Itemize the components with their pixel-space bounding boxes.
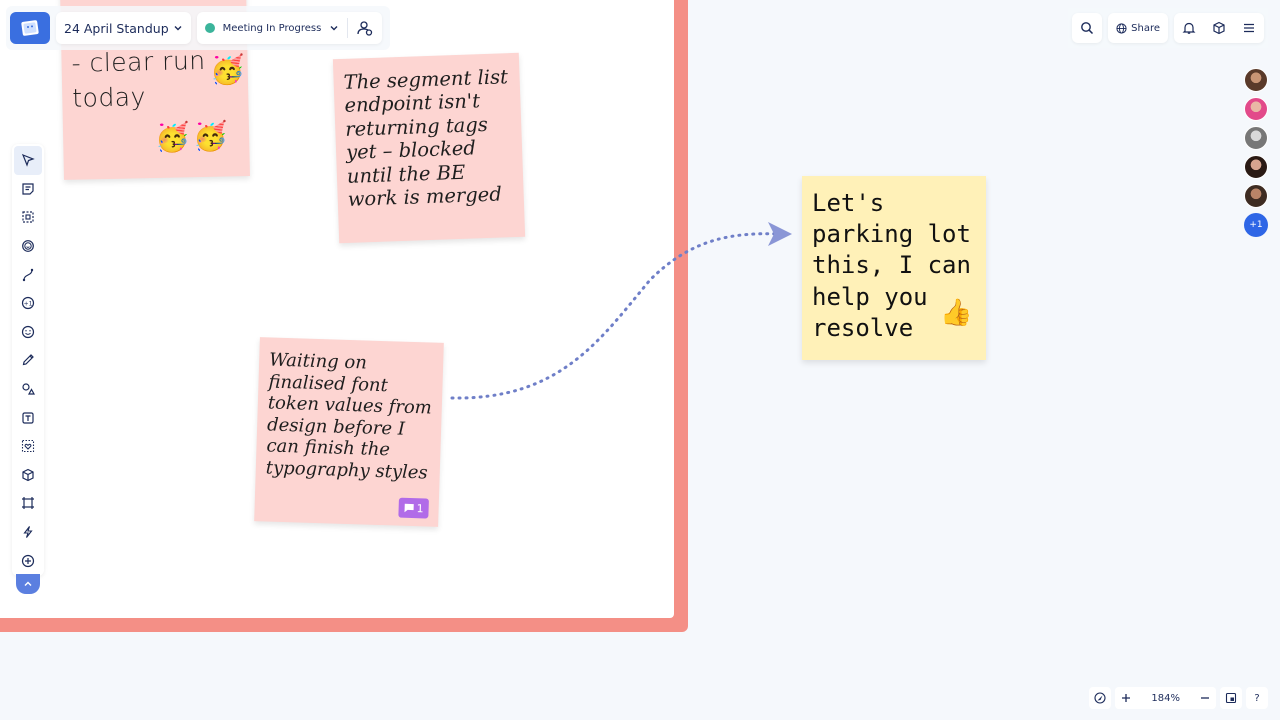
pen-icon: [22, 354, 34, 366]
minimap-button[interactable]: [1220, 687, 1242, 709]
recenter-button[interactable]: [1089, 687, 1112, 709]
shapes-icon: [22, 383, 35, 395]
zoom-group: 184%: [1115, 687, 1216, 709]
sticky-note-text: - clear run today: [71, 45, 206, 113]
party-face-emoji: 🥳: [209, 53, 245, 87]
collapse-toolbar-button[interactable]: [16, 574, 40, 594]
frame-icon: [22, 211, 34, 224]
minus-icon: [1201, 697, 1209, 699]
avatar[interactable]: [1244, 155, 1268, 179]
left-toolbar: +1: [12, 144, 44, 576]
hamburger-menu-icon: [1244, 23, 1254, 33]
comment-icon: [404, 503, 414, 513]
sticky-note-parking-lot[interactable]: Let's parking lot this, I can help you r…: [802, 176, 986, 360]
notifications-button[interactable]: [1174, 13, 1204, 43]
board-title-dropdown[interactable]: 24 April Standup: [56, 12, 191, 44]
party-face-emoji: 🥳: [154, 120, 191, 155]
sticky-note-tool[interactable]: [14, 175, 42, 204]
svg-text:+1: +1: [24, 301, 33, 308]
plus-one-icon: +1: [21, 297, 35, 310]
avatar[interactable]: [1244, 68, 1268, 92]
zoom-out-button[interactable]: [1194, 687, 1216, 709]
thumbs-up-emoji: 👍: [940, 298, 973, 328]
emoji-tool[interactable]: [14, 318, 42, 347]
chevron-down-icon: [174, 26, 182, 31]
comment-count: 1: [416, 501, 424, 515]
crop-tool[interactable]: [14, 489, 42, 518]
zoom-in-button[interactable]: [1115, 687, 1138, 709]
select-tool[interactable]: [14, 146, 42, 175]
text-tool[interactable]: [14, 403, 42, 432]
more-collaborators-badge[interactable]: +1: [1244, 213, 1268, 237]
lightning-tool[interactable]: [14, 518, 42, 547]
connector-tool[interactable]: [14, 260, 42, 289]
header-icon-group: [1174, 13, 1264, 43]
chevron-down-icon: [330, 26, 338, 31]
meeting-settings-icon[interactable]: [356, 19, 374, 37]
zoom-controls: 184% ?: [1089, 686, 1268, 710]
add-more-tool[interactable]: [14, 546, 42, 575]
smiley-icon: [21, 325, 35, 338]
sticky-note-icon: [22, 183, 34, 195]
zoom-level: 184%: [1151, 692, 1180, 704]
cube-icon: [1213, 21, 1225, 35]
minimap-icon: [1225, 692, 1237, 704]
board-header: 24 April Standup Meeting In Progress: [6, 6, 391, 50]
cube-icon: [22, 468, 34, 481]
sticky-note-text: Let's parking lot this, I can help you r…: [812, 189, 971, 342]
heart-frame-icon: [21, 440, 35, 453]
3d-object-tool[interactable]: [14, 461, 42, 490]
share-label: Share: [1131, 22, 1160, 34]
text-icon: [22, 412, 34, 424]
share-button[interactable]: Share: [1108, 13, 1168, 43]
board-actions: Share: [1068, 8, 1268, 48]
bell-icon: [1182, 22, 1196, 34]
globe-icon: [1116, 22, 1127, 34]
plus-icon: [1122, 694, 1131, 702]
cursor-icon: [21, 154, 35, 168]
meeting-status-dropdown[interactable]: Meeting In Progress: [196, 12, 383, 44]
sticky-note-segment-list[interactable]: The segment list endpoint isn't returnin…: [332, 52, 526, 244]
avatar[interactable]: [1244, 97, 1268, 121]
search-icon: [1081, 22, 1094, 35]
collaborator-avatars: +1: [1244, 68, 1268, 237]
vote-tool[interactable]: +1: [14, 289, 42, 318]
sticky-note-font-tokens[interactable]: Waiting on finalised font token values f…: [254, 337, 444, 527]
comment-badge[interactable]: 1: [398, 497, 429, 519]
sticky-note-text: The segment list endpoint isn't returnin…: [343, 65, 509, 211]
meeting-status-label: Meeting In Progress: [222, 22, 322, 34]
integrations-button[interactable]: [1204, 13, 1234, 43]
avatar[interactable]: [1244, 126, 1268, 150]
connector-icon: [22, 268, 34, 281]
avatar[interactable]: [1244, 184, 1268, 208]
sticker-icon: [22, 240, 34, 252]
menu-button[interactable]: [1234, 13, 1264, 43]
chevron-up-icon: [24, 581, 32, 586]
navigation-icon: [1094, 692, 1106, 704]
search-button[interactable]: [1072, 13, 1103, 43]
plus-circle-icon: [21, 554, 35, 567]
shapes-tool[interactable]: [14, 375, 42, 404]
lightning-icon: [23, 526, 33, 538]
help-button[interactable]: ?: [1246, 687, 1268, 709]
status-dot: [204, 23, 215, 33]
arrow-head: [768, 222, 792, 246]
sticker-tool[interactable]: [14, 232, 42, 261]
crop-frame-icon: [22, 497, 34, 510]
board-logo-icon[interactable]: [10, 12, 50, 44]
pen-tool[interactable]: [14, 346, 42, 375]
group-tool[interactable]: [14, 432, 42, 461]
frame-tool[interactable]: [14, 203, 42, 232]
help-icon: ?: [1254, 692, 1260, 704]
board-title: 24 April Standup: [64, 20, 169, 36]
party-face-emoji: 🥳: [192, 119, 229, 154]
sticky-note-text: Waiting on finalised font token values f…: [265, 349, 433, 484]
